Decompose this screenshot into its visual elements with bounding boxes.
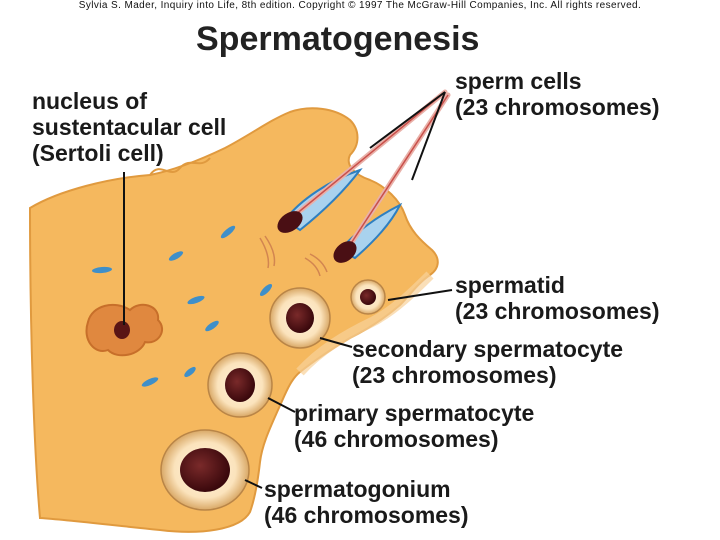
leader-sperm-2 <box>411 91 446 181</box>
label-line: sperm cells <box>455 68 582 94</box>
label-line: (23 chromosomes) <box>455 298 660 324</box>
mitochondrion <box>205 320 219 332</box>
label-line: secondary spermatocyte <box>352 336 624 362</box>
label-line: (46 chromosomes) <box>294 426 499 452</box>
sertoli-bumps <box>149 157 211 176</box>
label-line: sustentacular cell <box>32 114 227 140</box>
label-line: spermatogonium <box>264 476 451 502</box>
diagram-title: Spermatogenesis <box>196 20 480 58</box>
leader-spermatogonium <box>244 479 263 489</box>
spermatogonium-cell <box>160 429 250 511</box>
mitochondrion <box>220 225 236 239</box>
label-spermatogonium: spermatogonium (46 chromosomes) <box>264 476 469 528</box>
leader-secondary <box>319 337 353 348</box>
label-line: nucleus of <box>32 88 148 114</box>
label-secondary-spermatocyte: secondary spermatocyte (23 chromosomes) <box>352 336 623 388</box>
spermatid-cell <box>350 279 386 315</box>
leader-lines <box>123 91 453 489</box>
mitochondrion <box>141 377 159 387</box>
label-line: (23 chromosomes) <box>352 362 557 388</box>
leader-spermatid <box>387 289 453 301</box>
mitochondrion <box>92 266 112 274</box>
mitochondrion <box>259 283 273 297</box>
label-line: (23 chromosomes) <box>455 94 660 120</box>
label-spermatid: spermatid (23 chromosomes) <box>455 272 660 324</box>
label-line: (Sertoli cell) <box>32 140 164 166</box>
label-sertoli-nucleus: nucleus of sustentacular cell (Sertoli c… <box>32 88 226 166</box>
golgi-squiggles <box>259 235 328 277</box>
sertoli-nucleolus <box>114 321 130 339</box>
primary-spermatocyte-cell <box>207 352 273 418</box>
label-line: (46 chromosomes) <box>264 502 469 528</box>
secondary-spermatocyte-cell <box>269 287 331 349</box>
leader-primary <box>267 397 296 413</box>
copyright-credit: Sylvia S. Mader, Inquiry into Life, 8th … <box>78 0 642 11</box>
label-line: primary spermatocyte <box>294 400 535 426</box>
mitochondrion <box>187 295 205 305</box>
label-sperm-cells: sperm cells (23 chromosomes) <box>455 68 660 120</box>
leader-sperm-1 <box>369 91 446 149</box>
label-line: spermatid <box>455 272 565 298</box>
mitochondrion <box>168 251 184 261</box>
mitochondrion <box>184 366 196 378</box>
label-primary-spermatocyte: primary spermatocyte (46 chromosomes) <box>294 400 534 452</box>
mitochondria-group <box>92 225 273 387</box>
tubule-inner-band <box>296 271 434 376</box>
